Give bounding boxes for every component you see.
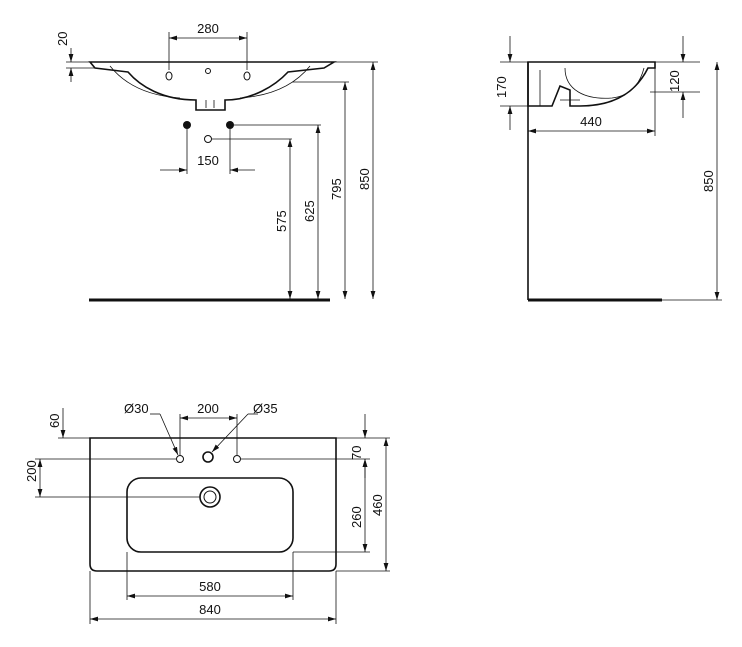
dim-rim: 20 bbox=[55, 32, 70, 46]
dim-overall-depth: 460 bbox=[370, 494, 385, 516]
dim-side-depth-inner: 120 bbox=[667, 70, 682, 92]
dim-pipe-spacing: 150 bbox=[197, 153, 219, 168]
plan-bowl bbox=[126, 477, 294, 553]
dim-bowl-width: 580 bbox=[199, 579, 221, 594]
dim-pipe-low: 575 bbox=[274, 210, 289, 232]
front-tap-hole-right bbox=[243, 71, 251, 81]
plan-hole-center bbox=[202, 451, 214, 463]
dim-overall-width: 840 bbox=[199, 602, 221, 617]
front-waste-point bbox=[204, 135, 212, 143]
dim-hole-spacing: 200 bbox=[197, 401, 219, 416]
dim-side-height: 850 bbox=[701, 170, 716, 192]
side-basin-bowl bbox=[564, 67, 645, 99]
dim-bowl-depth: 260 bbox=[349, 506, 364, 528]
dim-tap-spacing: 280 bbox=[197, 21, 219, 36]
dim-hole-left: Ø30 bbox=[124, 401, 149, 416]
plan-hole-left bbox=[176, 455, 184, 463]
plan-drain-inner bbox=[203, 490, 217, 504]
dim-side-depth-outer: 170 bbox=[494, 76, 509, 98]
plan-view: Ø30 Ø35 200 60 200 70 260 460 bbox=[24, 401, 390, 624]
dim-edge-to-drain: 200 bbox=[24, 460, 39, 482]
dim-front-height: 850 bbox=[357, 168, 372, 190]
dim-waste: 795 bbox=[329, 178, 344, 200]
dim-back-to-holes: 70 bbox=[349, 446, 364, 460]
front-overflow-hole bbox=[205, 68, 211, 74]
dim-side-projection: 440 bbox=[580, 114, 602, 129]
dim-edge-to-holes: 60 bbox=[47, 414, 62, 428]
plan-drain-outer bbox=[199, 486, 221, 508]
front-basin-outline bbox=[88, 61, 337, 111]
front-basin-inner bbox=[109, 65, 311, 99]
front-view: 280 20 150 575 625 795 850 bbox=[55, 21, 378, 302]
plan-hole-right bbox=[233, 455, 241, 463]
front-tap-hole-left bbox=[165, 71, 173, 81]
side-view: 170 120 440 850 bbox=[494, 36, 722, 302]
front-pipe-right bbox=[226, 121, 234, 129]
side-basin-outline bbox=[527, 61, 656, 107]
dim-hole-right: Ø35 bbox=[253, 401, 278, 416]
plan-basin-outline bbox=[89, 437, 337, 572]
front-pipe-left bbox=[183, 121, 191, 129]
dim-pipe-high: 625 bbox=[302, 200, 317, 222]
